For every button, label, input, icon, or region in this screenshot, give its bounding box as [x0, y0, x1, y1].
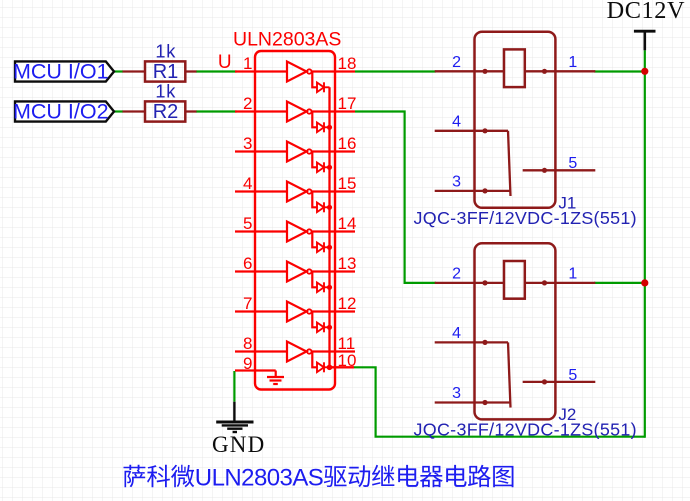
svg-text:R1: R1	[153, 61, 179, 83]
svg-text:5: 5	[568, 367, 577, 384]
svg-text:8: 8	[243, 334, 252, 353]
svg-text:DC12V: DC12V	[607, 0, 686, 24]
svg-text:JQC-3FF/12VDC-1ZS(551): JQC-3FF/12VDC-1ZS(551)	[414, 208, 637, 228]
svg-text:1: 1	[243, 54, 252, 73]
svg-text:15: 15	[338, 174, 357, 193]
svg-text:18: 18	[338, 54, 357, 73]
svg-text:5: 5	[243, 214, 252, 233]
svg-text:MCU I/O2: MCU I/O2	[13, 99, 109, 123]
svg-text:J1: J1	[558, 194, 576, 213]
svg-text:1: 1	[568, 266, 577, 283]
svg-text:1k: 1k	[155, 82, 176, 102]
svg-text:13: 13	[338, 254, 357, 273]
svg-text:2: 2	[452, 266, 461, 283]
svg-text:1: 1	[568, 54, 577, 71]
svg-text:3: 3	[452, 174, 461, 191]
svg-text:U: U	[218, 52, 232, 73]
svg-text:ULN2803AS: ULN2803AS	[233, 29, 341, 51]
svg-text:1k: 1k	[155, 42, 176, 62]
svg-text:2: 2	[452, 54, 461, 71]
svg-text:14: 14	[338, 214, 357, 233]
svg-text:5: 5	[568, 155, 577, 172]
svg-text:17: 17	[338, 94, 357, 113]
svg-text:J2: J2	[558, 405, 576, 424]
svg-text:R2: R2	[153, 101, 179, 123]
svg-text:GND: GND	[212, 432, 265, 457]
svg-text:10: 10	[338, 351, 357, 370]
svg-text:2: 2	[243, 94, 252, 113]
svg-text:12: 12	[338, 294, 357, 313]
svg-text:3: 3	[243, 134, 252, 153]
svg-text:4: 4	[452, 114, 461, 131]
svg-text:6: 6	[243, 254, 252, 273]
svg-text:4: 4	[452, 325, 461, 342]
svg-text:11: 11	[338, 334, 356, 353]
svg-text:MCU I/O1: MCU I/O1	[13, 59, 109, 83]
svg-text:4: 4	[243, 174, 252, 193]
svg-text:7: 7	[243, 294, 252, 313]
svg-text:ULN2803AS: ULN2803AS	[195, 464, 323, 491]
svg-text:16: 16	[338, 134, 357, 153]
svg-text:3: 3	[452, 385, 461, 402]
svg-text:9: 9	[243, 354, 252, 373]
svg-text:JQC-3FF/12VDC-1ZS(551): JQC-3FF/12VDC-1ZS(551)	[414, 420, 637, 440]
